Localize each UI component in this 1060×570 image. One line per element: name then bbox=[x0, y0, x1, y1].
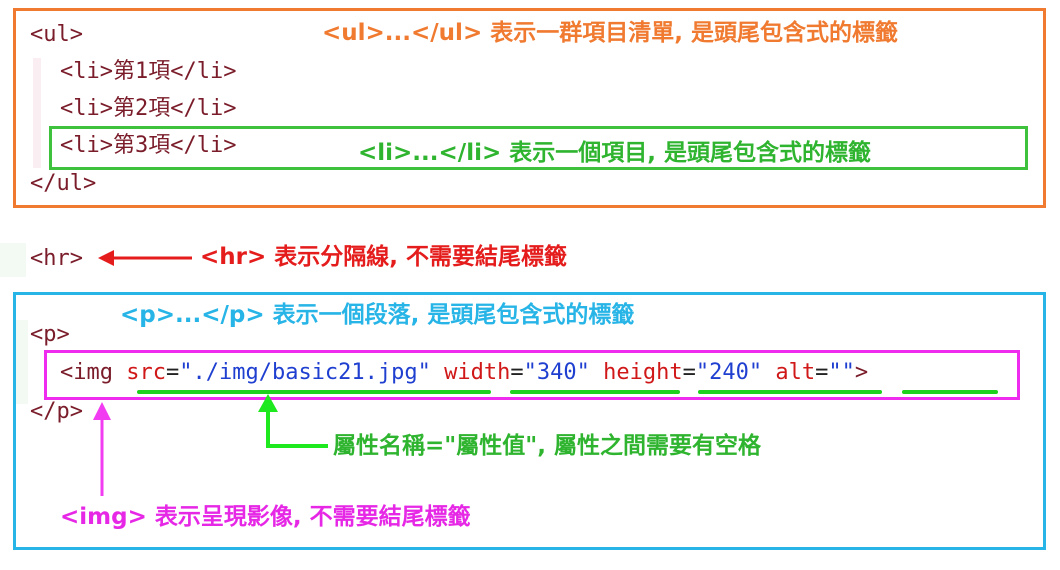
img-annotation-text: 表示呈現影像, 不需要結尾標籤 bbox=[146, 504, 471, 530]
height-attr-underline bbox=[698, 390, 882, 394]
attr-annotation: 屬性名稱="屬性值", 屬性之間需要有空格 bbox=[333, 433, 761, 459]
ul-annotation-tag: <ul>...</ul> bbox=[322, 20, 483, 46]
src-attr-name: src bbox=[126, 360, 166, 385]
src-attr-underline bbox=[137, 390, 491, 394]
img-highlight-box bbox=[44, 350, 1020, 400]
alt-attr-value: "" bbox=[828, 360, 855, 385]
p-annotation: <p>...</p> 表示一個段落, 是頭尾包含式的標籤 bbox=[120, 300, 634, 330]
p-line-highlight bbox=[16, 320, 28, 404]
height-equals: = bbox=[682, 360, 696, 385]
img-tag-start: <img bbox=[60, 360, 113, 385]
ul-close-tag: </ul> bbox=[30, 171, 97, 196]
li-item-3: <li>第3項</li> bbox=[60, 133, 237, 158]
li-annotation-tag: <li>...</li> bbox=[358, 140, 502, 166]
alt-attr-underline bbox=[902, 390, 998, 394]
ul-section-box bbox=[13, 8, 1046, 208]
p-annotation-tag: <p>...</p> bbox=[120, 302, 265, 328]
img-annotation: <img> 表示呈現影像, 不需要結尾標籤 bbox=[60, 502, 471, 532]
height-attr-value: "240" bbox=[695, 360, 763, 385]
alt-attr-name: alt bbox=[775, 360, 816, 385]
alt-equals: = bbox=[815, 360, 829, 385]
hr-arrow-icon bbox=[98, 250, 192, 266]
p-annotation-text: 表示一個段落, 是頭尾包含式的標籤 bbox=[264, 302, 635, 328]
li-highlight-box bbox=[49, 126, 1028, 170]
ul-annotation: <ul>...</ul> 表示一群項目清單, 是頭尾包含式的標籤 bbox=[322, 18, 898, 48]
img-tag-line: <img src="./img/basic21.jpg" width="340"… bbox=[60, 358, 868, 388]
ul-indent-gutter bbox=[33, 58, 41, 168]
width-attr-underline bbox=[510, 390, 680, 394]
p-section-box bbox=[13, 292, 1046, 550]
hr-line-highlight bbox=[0, 243, 26, 277]
img-arrow-icon bbox=[93, 402, 111, 496]
width-attr-name: width bbox=[444, 360, 511, 385]
li-annotation-text: 表示一個項目, 是頭尾包含式的標籤 bbox=[501, 140, 871, 166]
hr-annotation: <hr> 表示分隔線, 不需要結尾標籤 bbox=[200, 242, 567, 272]
hr-annotation-text: 表示分隔線, 不需要結尾標籤 bbox=[266, 244, 568, 270]
width-equals: = bbox=[510, 360, 524, 385]
hr-annotation-tag: <hr> bbox=[200, 244, 267, 270]
src-equals: = bbox=[165, 360, 180, 385]
width-attr-value: "340" bbox=[523, 360, 590, 385]
ul-annotation-text: 表示一群項目清單, 是頭尾包含式的標籤 bbox=[482, 20, 898, 46]
img-tag-end: > bbox=[854, 360, 869, 385]
p-close-tag: </p> bbox=[30, 399, 83, 424]
li-item-1: <li>第1項</li> bbox=[60, 59, 237, 84]
li-annotation: <li>...</li> 表示一個項目, 是頭尾包含式的標籤 bbox=[358, 138, 871, 168]
img-annotation-tag: <img> bbox=[60, 504, 147, 530]
li-item-2: <li>第2項</li> bbox=[60, 96, 237, 121]
attr-arrow-icon bbox=[258, 394, 328, 448]
height-attr-name: height bbox=[603, 360, 683, 385]
src-attr-value: "./img/basic21.jpg" bbox=[179, 360, 431, 385]
p-open-tag: <p> bbox=[30, 322, 70, 347]
ul-open-tag: <ul> bbox=[30, 22, 83, 47]
hr-tag: <hr> bbox=[30, 246, 83, 271]
